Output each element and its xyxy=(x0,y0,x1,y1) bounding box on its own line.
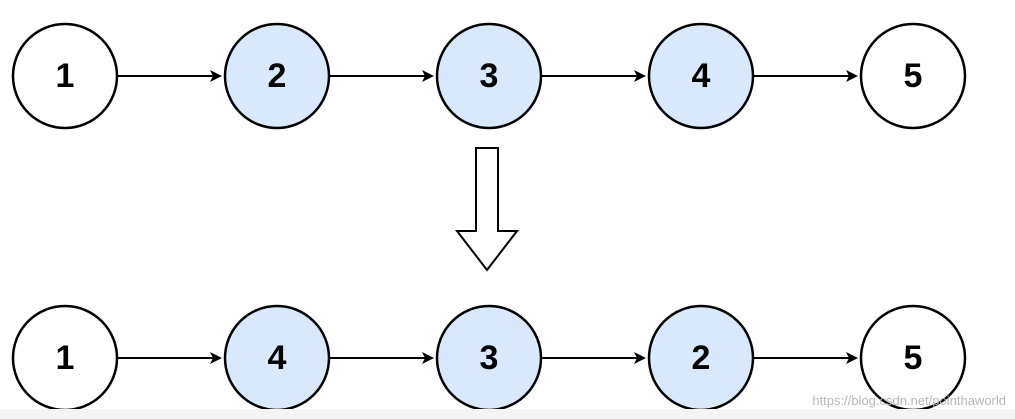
before-node-4: 4 xyxy=(647,22,755,130)
after-node-3-label: 3 xyxy=(480,339,499,377)
before-node-4-label: 4 xyxy=(692,57,711,95)
after-node-5-label: 5 xyxy=(904,339,923,377)
after-node-3: 3 xyxy=(435,304,543,412)
before-node-2: 2 xyxy=(223,22,331,130)
before-node-3-circle xyxy=(435,22,543,130)
before-node-2-circle xyxy=(223,22,331,130)
after-node-4-label: 2 xyxy=(692,339,711,377)
before-node-1: 1 xyxy=(11,22,119,130)
watermark-bar xyxy=(0,409,1015,419)
after-node-2-label: 4 xyxy=(268,339,287,377)
before-node-5-label: 5 xyxy=(904,57,923,95)
after-list: 1 4 3 2 5 xyxy=(11,304,967,412)
before-node-3: 3 xyxy=(435,22,543,130)
after-node-4: 2 xyxy=(647,304,755,412)
before-node-2-label: 2 xyxy=(268,57,287,95)
before-list: 1 2 3 4 5 xyxy=(11,22,967,130)
before-node-1-circle xyxy=(11,22,119,130)
before-node-3-label: 3 xyxy=(480,57,499,95)
before-node-5: 5 xyxy=(859,22,967,130)
after-node-1-label: 1 xyxy=(56,339,75,377)
after-node-2: 4 xyxy=(223,304,331,412)
transform-down-arrow-icon xyxy=(454,147,520,272)
before-node-1-label: 1 xyxy=(56,57,75,95)
before-node-4-circle xyxy=(647,22,755,130)
after-node-1: 1 xyxy=(11,304,119,412)
watermark: https://blog.csdn.net/pointhaworld xyxy=(812,393,1006,408)
before-node-5-circle xyxy=(859,22,967,130)
